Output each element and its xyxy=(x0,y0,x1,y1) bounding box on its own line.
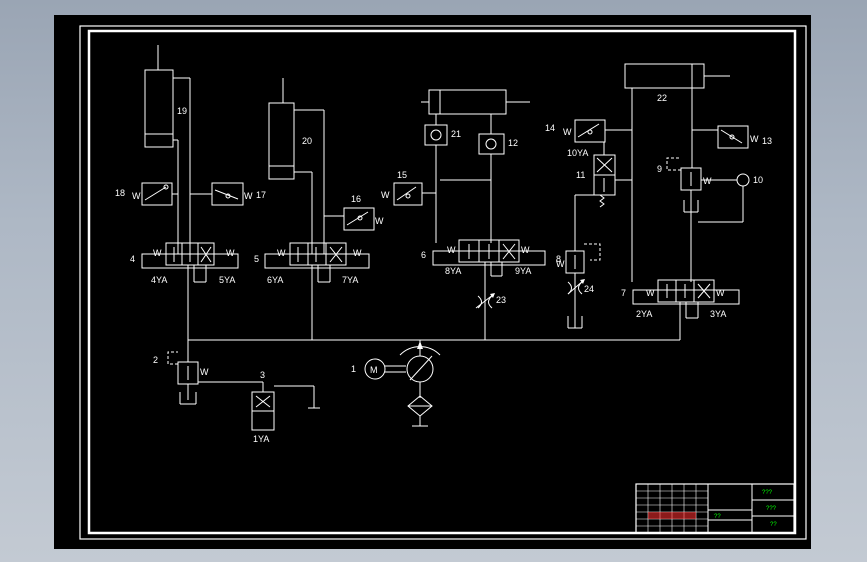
label-11: 11 xyxy=(576,170,585,180)
solenoid-labels: 1YA 2YA 3YA 4YA 5YA 6YA 7YA 8YA 9YA 10YA xyxy=(151,148,726,444)
label-4: 4 xyxy=(130,254,135,264)
label-14: 14 xyxy=(545,123,555,133)
label-19: 19 xyxy=(177,106,187,116)
motor-symbol: M xyxy=(370,365,378,375)
circuit-lines xyxy=(141,45,750,431)
label-3: 3 xyxy=(260,370,265,380)
spring-w: W xyxy=(563,127,572,137)
outer-border xyxy=(79,25,807,540)
valve-14 xyxy=(574,119,606,143)
label-21: 21 xyxy=(451,129,461,139)
solenoid-2ya: 2YA xyxy=(636,309,652,319)
valve-5-body xyxy=(264,253,370,269)
cylinder-19 xyxy=(144,69,174,148)
solenoid-10ya: 10YA xyxy=(567,148,588,158)
label-10: 10 xyxy=(753,175,763,185)
solenoid-9ya: 9YA xyxy=(515,266,531,276)
title-block-scale: ?? xyxy=(714,514,721,520)
spring-w: W xyxy=(716,288,725,298)
spring-w: W xyxy=(750,134,759,144)
label-13: 13 xyxy=(762,136,772,146)
spring-symbols: W W W W W W W W W W W W W W W W W M xyxy=(132,127,759,377)
cylinder-20 xyxy=(268,102,295,180)
label-23: 23 xyxy=(496,295,506,305)
solenoid-7ya: 7YA xyxy=(342,275,358,285)
arrow-heads xyxy=(417,279,585,349)
label-24: 24 xyxy=(584,284,594,294)
spring-w: W xyxy=(200,367,209,377)
label-2: 2 xyxy=(153,355,158,365)
label-16: 16 xyxy=(351,194,361,204)
label-6: 6 xyxy=(421,250,426,260)
label-8: 8 xyxy=(556,254,561,264)
spring-w: W xyxy=(226,248,235,258)
component-labels: 1 2 3 4 5 6 7 8 9 10 11 12 13 14 15 16 1… xyxy=(115,93,772,380)
solenoid-8ya: 8YA xyxy=(445,266,461,276)
label-12: 12 xyxy=(508,138,518,148)
label-1: 1 xyxy=(351,364,356,374)
spring-w: W xyxy=(556,259,565,269)
label-5: 5 xyxy=(254,254,259,264)
solenoid-5ya: 5YA xyxy=(219,275,235,285)
valve-16 xyxy=(343,207,375,231)
solenoid-3ya: 3YA xyxy=(710,309,726,319)
spring-w: W xyxy=(132,191,141,201)
label-7: 7 xyxy=(621,288,626,298)
spring-w: W xyxy=(447,245,456,255)
spring-w: W xyxy=(375,216,384,226)
spring-w: W xyxy=(244,191,253,201)
label-20: 20 xyxy=(302,136,312,146)
title-block-sheet: ?? xyxy=(770,522,777,528)
title-block-drawing-name: ??? xyxy=(766,506,777,512)
motor-1 xyxy=(364,358,386,380)
inner-border xyxy=(87,29,797,535)
label-17: 17 xyxy=(256,190,266,200)
spring-w: W xyxy=(277,248,286,258)
spring-w: W xyxy=(353,248,362,258)
valve-15 xyxy=(393,182,423,206)
solenoid-4ya: 4YA xyxy=(151,275,167,285)
spring-w: W xyxy=(381,190,390,200)
spring-w: W xyxy=(521,245,530,255)
spring-w: W xyxy=(646,288,655,298)
valve-13 xyxy=(717,125,749,149)
solenoid-6ya: 6YA xyxy=(267,275,283,285)
title-block: ??? ??? ?? ?? xyxy=(635,483,795,534)
label-15: 15 xyxy=(397,170,407,180)
label-18: 18 xyxy=(115,188,125,198)
spring-w: W xyxy=(703,176,712,186)
label-9: 9 xyxy=(657,164,662,174)
solenoid-1ya: 1YA xyxy=(253,434,269,444)
spring-w: W xyxy=(153,248,162,258)
label-22: 22 xyxy=(657,93,667,103)
outer-sheet xyxy=(54,15,811,549)
title-block-title: ??? xyxy=(762,490,773,496)
